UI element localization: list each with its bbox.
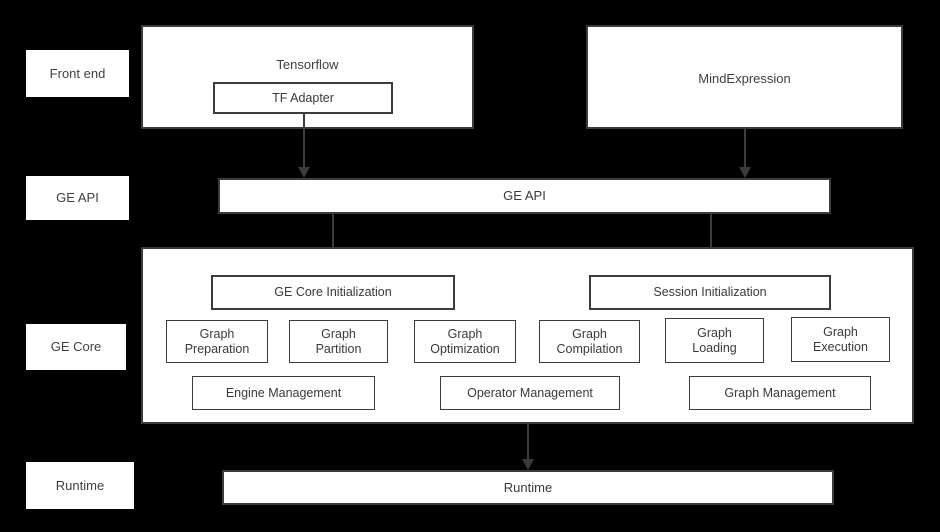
- ge-api-bar[interactable]: GE API: [218, 178, 831, 214]
- mindexpression-panel[interactable]: MindExpression: [586, 25, 903, 129]
- stage-box-graph-partition[interactable]: Graph Partition: [289, 320, 388, 363]
- session-initialization-box[interactable]: Session Initialization: [589, 275, 831, 310]
- stage-box-graph-loading[interactable]: Graph Loading: [665, 318, 764, 363]
- stage-box-graph-compilation[interactable]: Graph Compilation: [539, 320, 640, 363]
- spine-label-front-end: Front end: [26, 50, 129, 97]
- runtime-bar[interactable]: Runtime: [222, 470, 834, 505]
- ge-core-initialization-box[interactable]: GE Core Initialization: [211, 275, 455, 310]
- tensorflow-title: Tensorflow: [276, 57, 339, 72]
- management-box-operator-management[interactable]: Operator Management: [440, 376, 620, 410]
- spine-label-ge-api: GE API: [26, 176, 129, 220]
- mindexpression-title: MindExpression: [698, 71, 791, 86]
- spine-label-ge-core: GE Core: [26, 324, 126, 370]
- management-box-graph-management[interactable]: Graph Management: [689, 376, 871, 410]
- spine-label-runtime: Runtime: [26, 462, 134, 509]
- stage-box-graph-preparation[interactable]: Graph Preparation: [166, 320, 268, 363]
- management-box-engine-management[interactable]: Engine Management: [192, 376, 375, 410]
- tf-adapter-box[interactable]: TF Adapter: [213, 82, 393, 114]
- stage-box-graph-execution[interactable]: Graph Execution: [791, 317, 890, 362]
- stage-box-graph-optimization[interactable]: Graph Optimization: [414, 320, 516, 363]
